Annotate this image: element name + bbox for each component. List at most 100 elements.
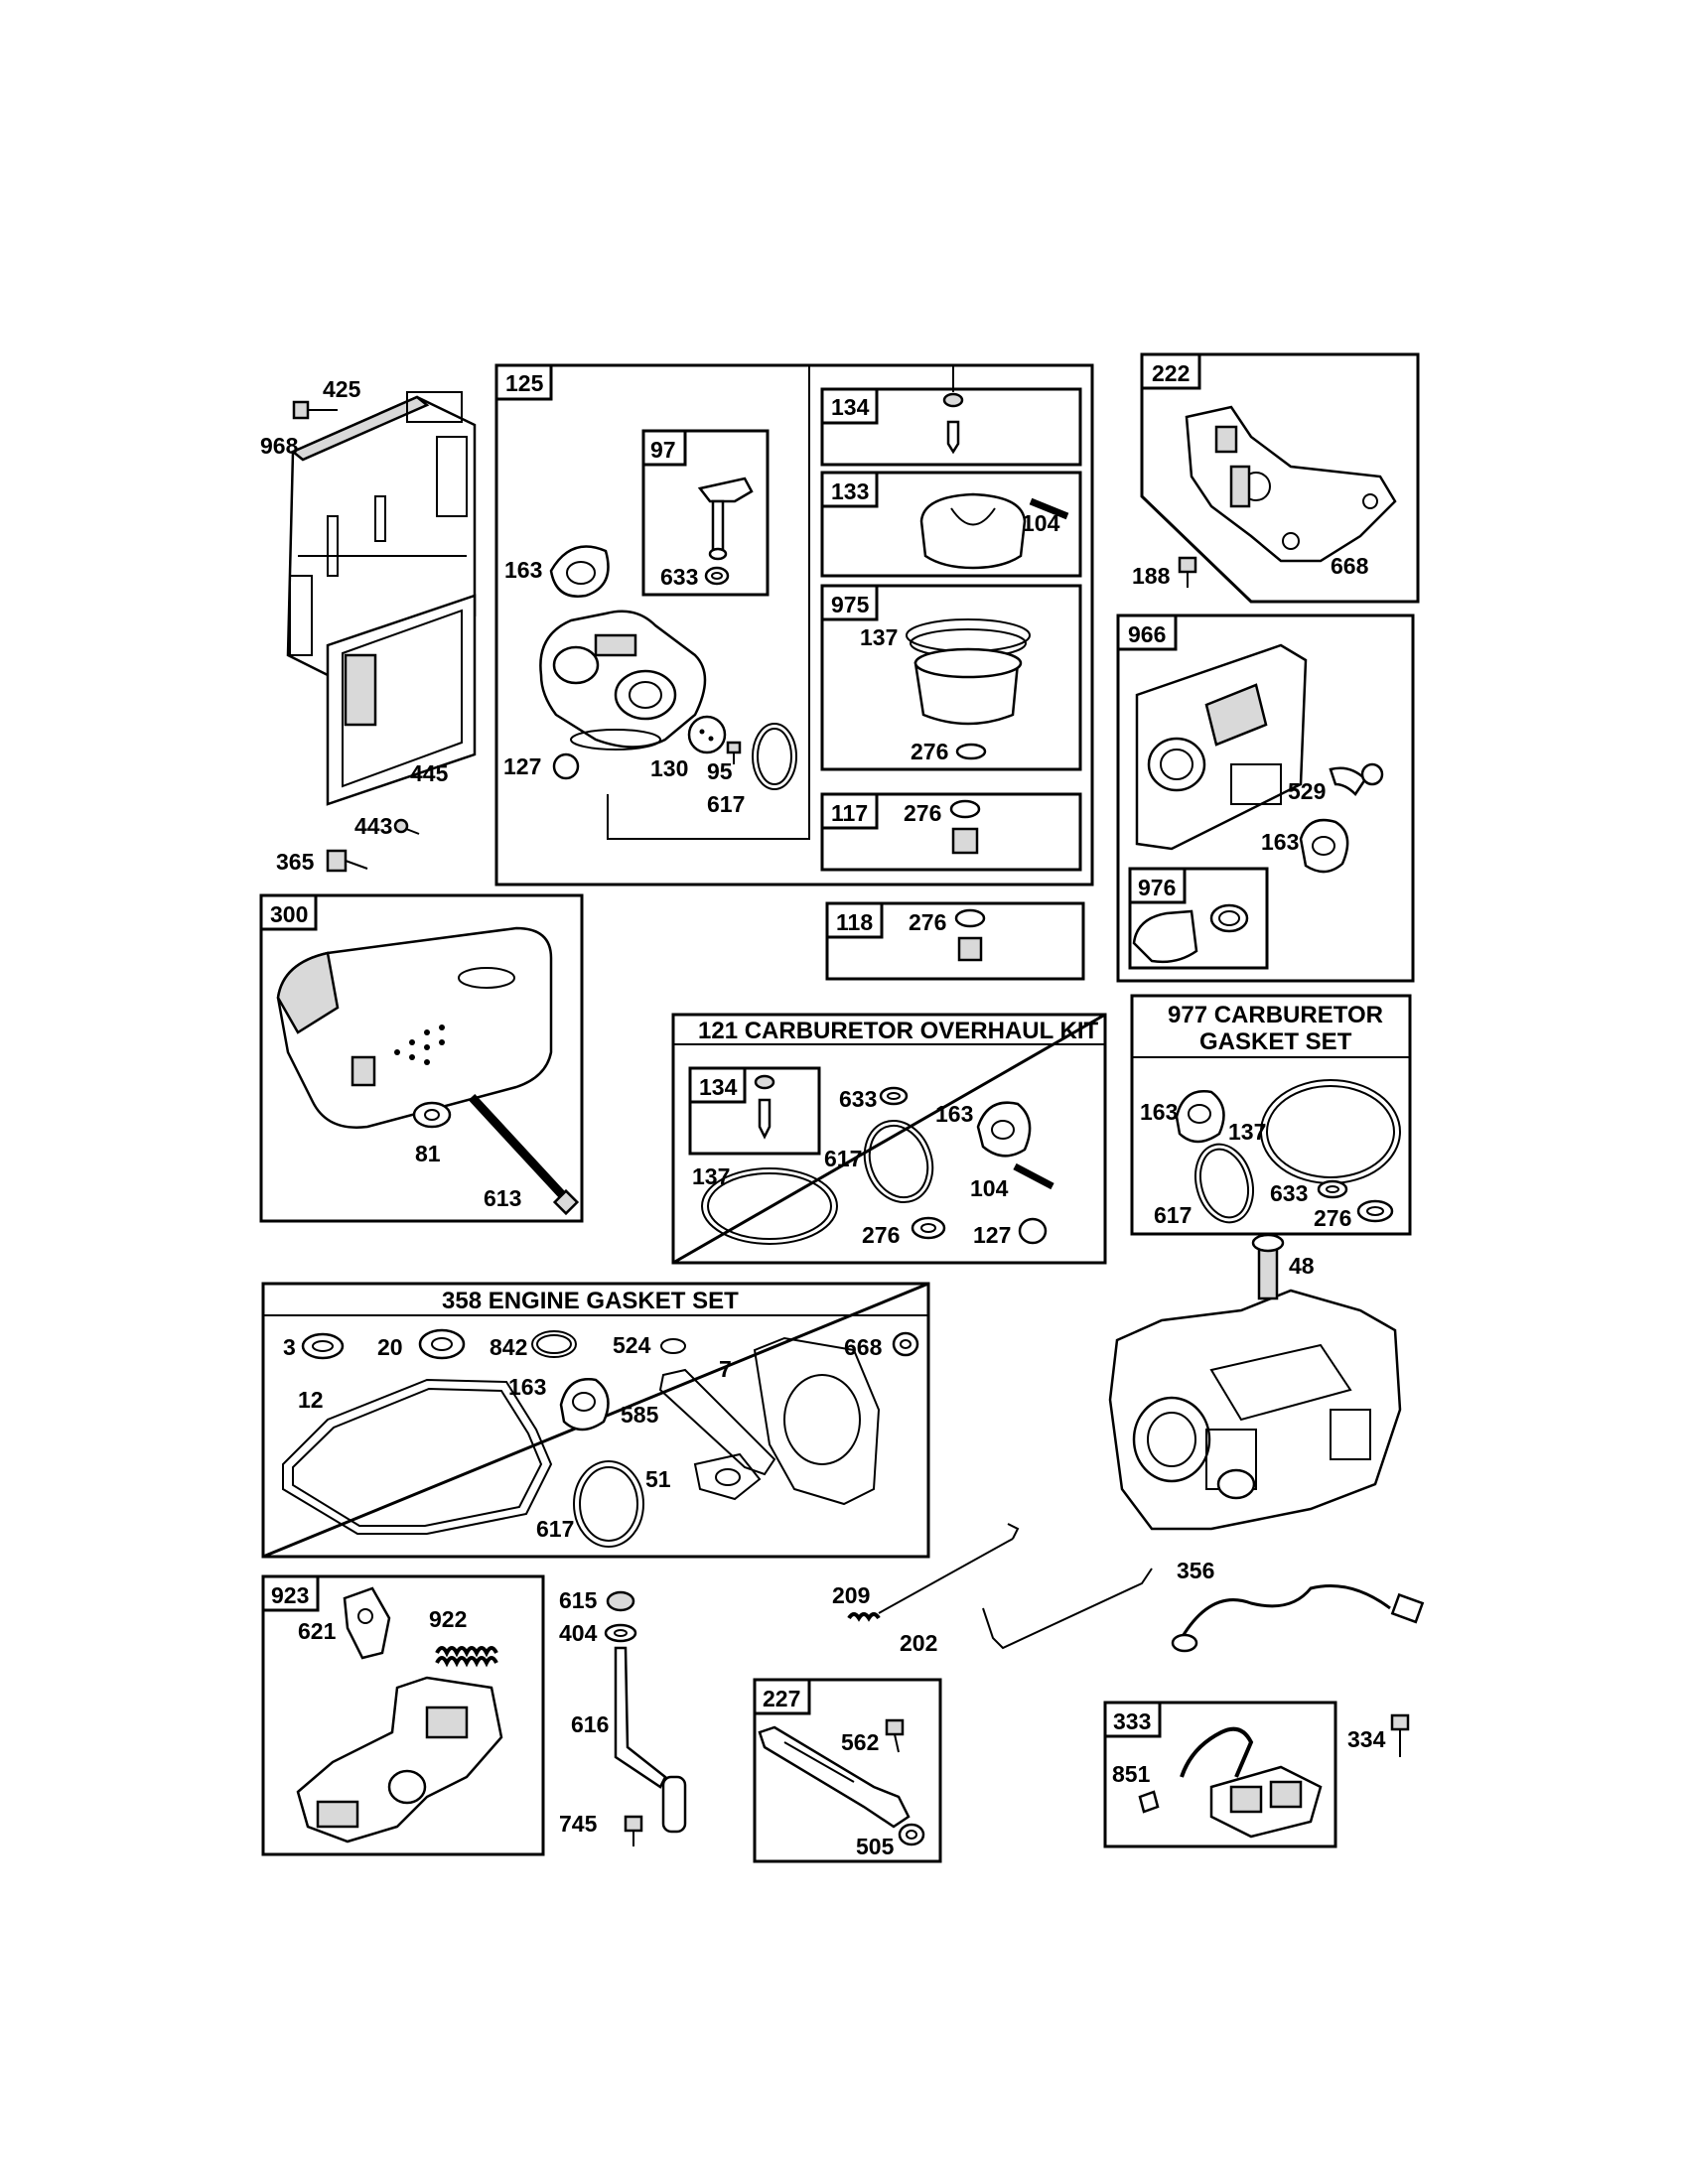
group-number-97: 97 xyxy=(650,437,676,463)
bowl-nut-118 xyxy=(954,908,986,962)
o-ring-617-set xyxy=(1194,1143,1254,1224)
screw-745 xyxy=(624,1815,643,1846)
kit-title-carb-overhaul: 121 CARBURETOR OVERHAUL KIT xyxy=(698,1018,1099,1044)
label-404: 404 xyxy=(559,1620,598,1646)
label-365: 365 xyxy=(276,849,315,875)
label-127-kit: 127 xyxy=(973,1222,1011,1248)
group-number-117: 117 xyxy=(831,800,868,826)
label-529: 529 xyxy=(1288,778,1326,804)
group-box-134-kit xyxy=(688,1066,821,1156)
group-box-300 xyxy=(259,893,584,1223)
plug-127-carb xyxy=(552,752,580,780)
screw-365 xyxy=(326,849,368,873)
label-425: 425 xyxy=(323,376,361,402)
o-ring-137-set xyxy=(1260,1079,1401,1184)
label-137-bowl: 137 xyxy=(860,624,898,650)
pin-104-carb xyxy=(1029,497,1069,520)
label-95: 95 xyxy=(707,758,733,784)
crankcase-48 xyxy=(1108,1233,1402,1531)
label-633-carb: 633 xyxy=(660,564,698,590)
governor-spring-209 xyxy=(847,1523,1020,1622)
group-number-134-kit: 134 xyxy=(699,1074,738,1100)
float-133 xyxy=(919,492,1027,570)
group-box-125 xyxy=(494,363,1094,887)
plug-127-kit xyxy=(1018,1217,1048,1245)
governor-control-923 xyxy=(296,1676,503,1843)
screw-425 xyxy=(292,400,338,420)
seal-3 xyxy=(301,1332,345,1360)
seal-633-kit xyxy=(879,1086,909,1106)
label-20: 20 xyxy=(377,1334,403,1360)
seal-633 xyxy=(704,566,730,586)
gasket-585 xyxy=(658,1368,776,1476)
label-443: 443 xyxy=(354,813,392,839)
group-box-117 xyxy=(820,792,1082,872)
screw-334 xyxy=(1390,1713,1410,1757)
gasket-51 xyxy=(693,1452,762,1501)
float-needle-134-kit xyxy=(754,1074,775,1140)
float-bowl-975 xyxy=(906,618,1031,726)
governor-arm-616 xyxy=(614,1646,687,1834)
group-number-133: 133 xyxy=(831,478,869,504)
label-163-carb: 163 xyxy=(504,557,542,583)
label-613: 613 xyxy=(484,1185,521,1211)
group-box-222 xyxy=(1140,352,1420,604)
label-334: 334 xyxy=(1347,1726,1386,1752)
label-276-bowl: 276 xyxy=(911,739,948,764)
label-633-kit: 633 xyxy=(839,1086,877,1112)
intake-manifold-966 xyxy=(1135,643,1308,851)
group-number-333: 333 xyxy=(1113,1708,1151,1734)
o-ring-137-kit xyxy=(701,1167,838,1245)
group-box-923 xyxy=(261,1574,545,1856)
gasket-163-manifold xyxy=(1299,818,1349,874)
label-617-kit: 617 xyxy=(824,1146,862,1171)
washer-668 xyxy=(892,1331,919,1357)
label-276-117: 276 xyxy=(904,800,941,826)
group-box-976 xyxy=(1128,867,1269,970)
screw-188 xyxy=(1178,556,1197,588)
gasket-163-kit xyxy=(976,1101,1032,1158)
screw-562 xyxy=(885,1718,905,1753)
label-922: 922 xyxy=(429,1606,467,1632)
label-12: 12 xyxy=(298,1387,324,1413)
link-202 xyxy=(982,1568,1153,1650)
label-617-carb: 617 xyxy=(707,791,745,817)
gasket-163-carb xyxy=(549,545,610,598)
o-ring-524 xyxy=(660,1338,686,1354)
screw-443 xyxy=(393,818,420,835)
carb-bracket-line xyxy=(607,365,810,840)
label-127-carb: 127 xyxy=(503,753,541,779)
label-209: 209 xyxy=(832,1582,870,1608)
label-3: 3 xyxy=(283,1334,296,1360)
gasket-81 xyxy=(412,1101,452,1129)
label-51: 51 xyxy=(645,1466,671,1492)
gasket-163-engine xyxy=(559,1378,610,1432)
group-tag-125 xyxy=(494,363,553,401)
label-137-set: 137 xyxy=(1228,1119,1266,1145)
gasket-163-set xyxy=(1175,1090,1225,1144)
screw-95 xyxy=(726,741,742,764)
control-lever-227 xyxy=(758,1725,911,1829)
label-617-engine: 617 xyxy=(536,1516,574,1542)
label-188: 188 xyxy=(1132,563,1171,589)
ignition-armature-333 xyxy=(1180,1726,1323,1839)
filter-976 xyxy=(1132,903,1249,964)
stud-613 xyxy=(468,1093,580,1216)
label-104-kit: 104 xyxy=(970,1175,1009,1201)
tube-529 xyxy=(1329,762,1384,796)
group-number-975: 975 xyxy=(831,592,870,617)
washer-276-set xyxy=(1356,1199,1394,1223)
pin-104-kit xyxy=(1013,1162,1054,1190)
o-ring-842 xyxy=(531,1330,577,1358)
nut-615 xyxy=(606,1590,635,1612)
group-box-333 xyxy=(1103,1701,1337,1848)
carburetor-body xyxy=(539,610,707,751)
seal-633-set xyxy=(1317,1179,1348,1199)
choke-plate-130 xyxy=(687,715,727,754)
label-163-engine: 163 xyxy=(508,1374,546,1400)
group-box-134-needle xyxy=(820,387,1082,467)
washer-276-bowl xyxy=(955,743,987,760)
clip-851 xyxy=(1138,1790,1160,1814)
group-box-227 xyxy=(753,1678,942,1863)
